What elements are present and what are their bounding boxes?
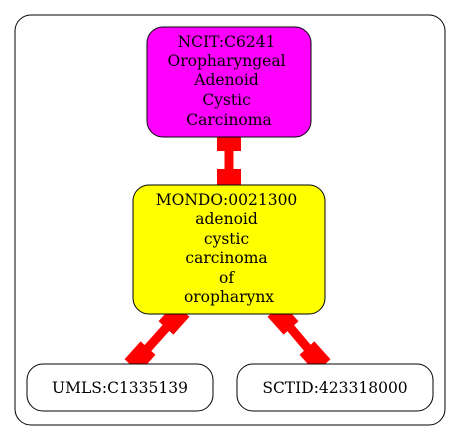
node-ncit-line: Carcinoma — [186, 111, 271, 129]
node-mondo[interactable]: MONDO:0021300 adenoid cystic carcinoma o… — [132, 184, 326, 315]
node-mondo-line: carcinoma — [185, 249, 267, 267]
node-umls-box — [26, 363, 214, 412]
node-sctid-box — [236, 363, 434, 412]
node-ncit-line: Cystic — [202, 91, 250, 109]
node-ncit-line: Adenoid — [193, 71, 259, 89]
node-ncit-box — [146, 26, 312, 138]
node-ncit[interactable]: NCIT:C6241 Oropharyngeal Adenoid Cystic … — [146, 26, 312, 138]
node-mondo-line: cystic — [204, 230, 249, 248]
svg-text:MONDO:0021300 adenoid: MONDO:0021300 adenoid cystic carcinoma o… — [156, 191, 302, 306]
node-ncit-line: NCIT:C6241 — [178, 33, 276, 51]
node-ncit-line: Oropharyngeal — [168, 52, 286, 70]
svg-text:SCTID:423318000: SCTID:423318000 — [262, 379, 407, 397]
node-mondo-line: adenoid — [195, 210, 258, 228]
svg-text:NCIT:C6241 Oropharyngeal: NCIT:C6241 Oropharyngeal Adenoid Cystic … — [168, 33, 291, 129]
svg-text:UMLS:C1335139: UMLS:C1335139 — [52, 379, 188, 397]
node-mondo-line: oropharynx — [184, 288, 274, 306]
edge-ncit-mondo — [217, 131, 241, 189]
node-mondo-line: MONDO:0021300 — [156, 191, 298, 209]
node-sctid[interactable]: SCTID:423318000 — [236, 363, 434, 412]
node-umls-line: UMLS:C1335139 — [52, 379, 188, 397]
cluster-boundary — [14, 14, 446, 426]
node-sctid-line: SCTID:423318000 — [262, 379, 407, 397]
node-mondo-line: of — [219, 269, 235, 287]
node-mondo-box — [132, 184, 326, 315]
node-umls[interactable]: UMLS:C1335139 — [26, 363, 214, 412]
